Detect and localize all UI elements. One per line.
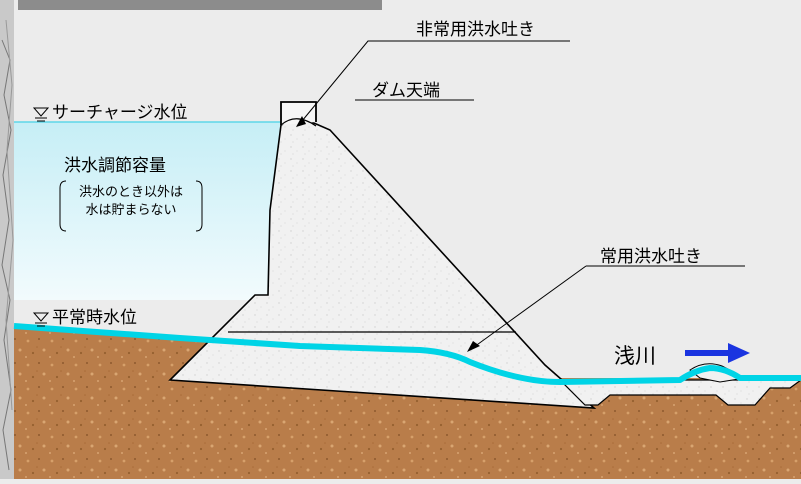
left-edge-strip (0, 0, 14, 479)
normal-spillway-label: 常用洪水吐き (600, 247, 702, 267)
flood-note-line1: 洪水のとき以外は (78, 185, 183, 200)
normal-water-level-label: 平常時水位 (52, 308, 137, 328)
flood-note: 洪水のとき以外は 水は貯まらない (64, 184, 198, 220)
top-bar (18, 0, 382, 10)
note-bracket-left (59, 180, 67, 232)
flow-direction-arrow-icon (685, 343, 750, 363)
flood-note-line2: 水は貯まらない (85, 203, 177, 218)
dam-crest-label: ダム天端 (372, 81, 440, 101)
water-level-marker-icon (32, 107, 50, 122)
dam-body (168, 116, 597, 409)
river-name-label: 浅川 (614, 344, 656, 368)
downstream-apron (558, 379, 801, 406)
surcharge-level-label: サーチャージ水位 (52, 103, 188, 123)
note-bracket-right (195, 180, 203, 232)
water-level-marker-icon (32, 312, 50, 327)
reservoir-water (14, 122, 281, 300)
emergency-spillway-label: 非常用洪水吐き (416, 20, 535, 40)
normal-spillway-leader (473, 265, 587, 348)
emergency-spillway-leader (301, 40, 412, 122)
river-water-line (13, 323, 801, 385)
flood-control-capacity-label: 洪水調節容量 (64, 156, 166, 176)
